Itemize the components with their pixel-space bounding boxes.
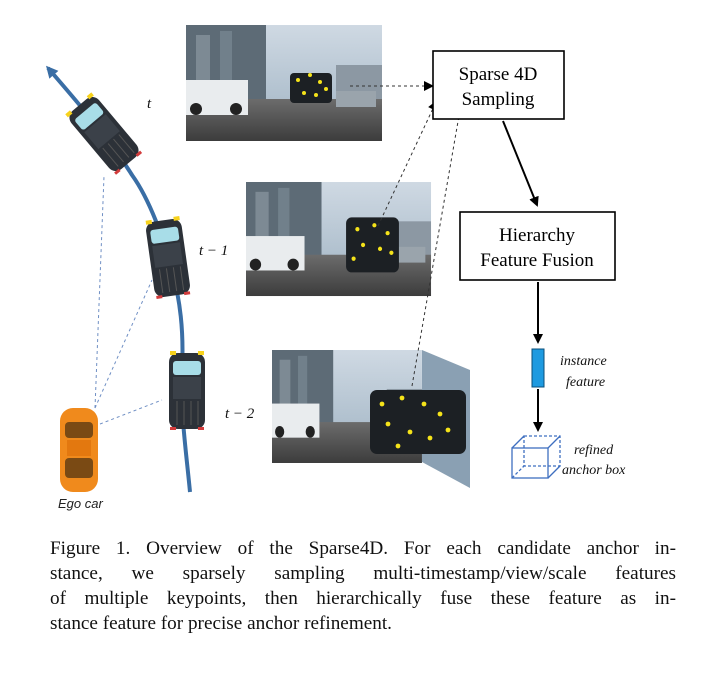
keypoints: [351, 223, 394, 261]
caption-line: stance feature for precise anchor refine…: [50, 613, 392, 634]
sparse-4d-sampling-box: [432, 50, 565, 120]
caption-line: of multiple keypoints, then hierarchical…: [50, 588, 676, 609]
time-label-t: t: [147, 96, 152, 112]
camera-image-t: [186, 25, 382, 141]
keypoints: [296, 73, 328, 97]
target-car-t-minus-1: [144, 215, 192, 300]
anchor-box-label-line1: refined: [574, 443, 614, 458]
fusion-box-line2: Feature Fusion: [480, 250, 594, 271]
ego-sight-lines: [94, 175, 163, 425]
ego-car-label: Ego car: [58, 496, 103, 511]
time-label-t-minus-2: t − 2: [225, 406, 255, 422]
caption-line: stance, we sparsely sampling multi-times…: [50, 563, 676, 584]
sampling-to-fusion-arrow: [502, 120, 539, 207]
figure-caption: Figure 1. Overview of the Sparse4D. For …: [50, 536, 676, 636]
fusion-box-line1: Hierarchy: [499, 225, 575, 246]
ego-car: [60, 408, 98, 492]
caption-line: Figure 1. Overview of the Sparse4D. For …: [50, 538, 676, 559]
keypoints: [379, 395, 451, 449]
target-car-t-minus-2: [168, 350, 206, 431]
camera-image-t-minus-2: [272, 350, 470, 488]
time-label-t-minus-1: t − 1: [199, 243, 228, 259]
refined-anchor-box-icon: [511, 435, 561, 479]
sampling-dashed-arrows: [350, 81, 464, 387]
overview-figure: Ego car t t − 1 t − 2: [46, 25, 626, 511]
sampling-box-line1: Sparse 4D: [459, 64, 538, 85]
hierarchy-feature-fusion-box: [459, 211, 616, 281]
anchor-box-label-line2: anchor box: [562, 463, 626, 478]
target-car-t: [63, 91, 144, 176]
instance-feature-block: [531, 348, 545, 388]
instance-feature-label-line1: instance: [560, 354, 607, 369]
instance-feature-label-line2: feature: [566, 375, 605, 390]
sampling-box-line2: Sampling: [462, 89, 535, 110]
camera-image-t-minus-1: [246, 182, 432, 297]
